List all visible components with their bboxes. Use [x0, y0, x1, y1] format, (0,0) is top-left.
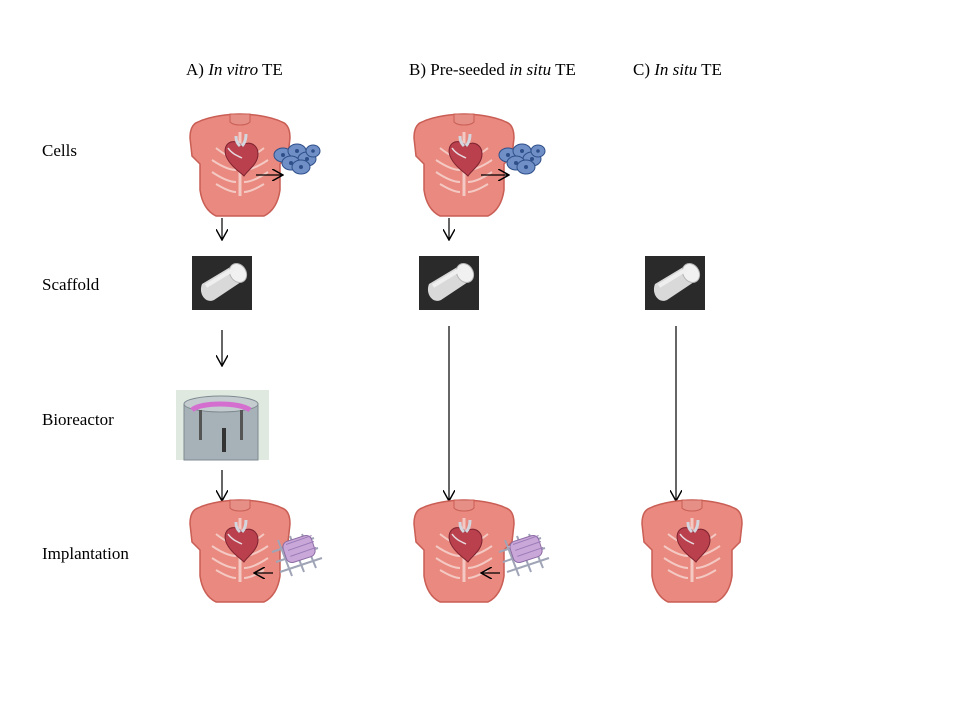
row-label-bioreactor: Bioreactor: [42, 410, 114, 429]
row-label-scaffold: Scaffold: [42, 275, 100, 294]
torso-heart-icon: [640, 498, 744, 604]
scaffold-image: [417, 254, 481, 312]
scaffold-image: [643, 254, 707, 312]
torso-heart-icon: [188, 112, 292, 218]
column-header-in-vitro: A) In vitro TE: [186, 60, 283, 79]
cells-icon: [498, 143, 546, 175]
bioreactor-image: [176, 390, 269, 461]
cells-icon: [273, 143, 321, 175]
torso-heart-icon: [412, 112, 516, 218]
row-label-cells: Cells: [42, 141, 77, 160]
scaffold-image: [190, 254, 254, 312]
column-header-pre-seeded-in-situ: B) Pre-seeded in situ TE: [409, 60, 576, 79]
row-label-implantation: Implantation: [42, 544, 129, 563]
column-header-in-situ: C) In situ TE: [633, 60, 722, 79]
